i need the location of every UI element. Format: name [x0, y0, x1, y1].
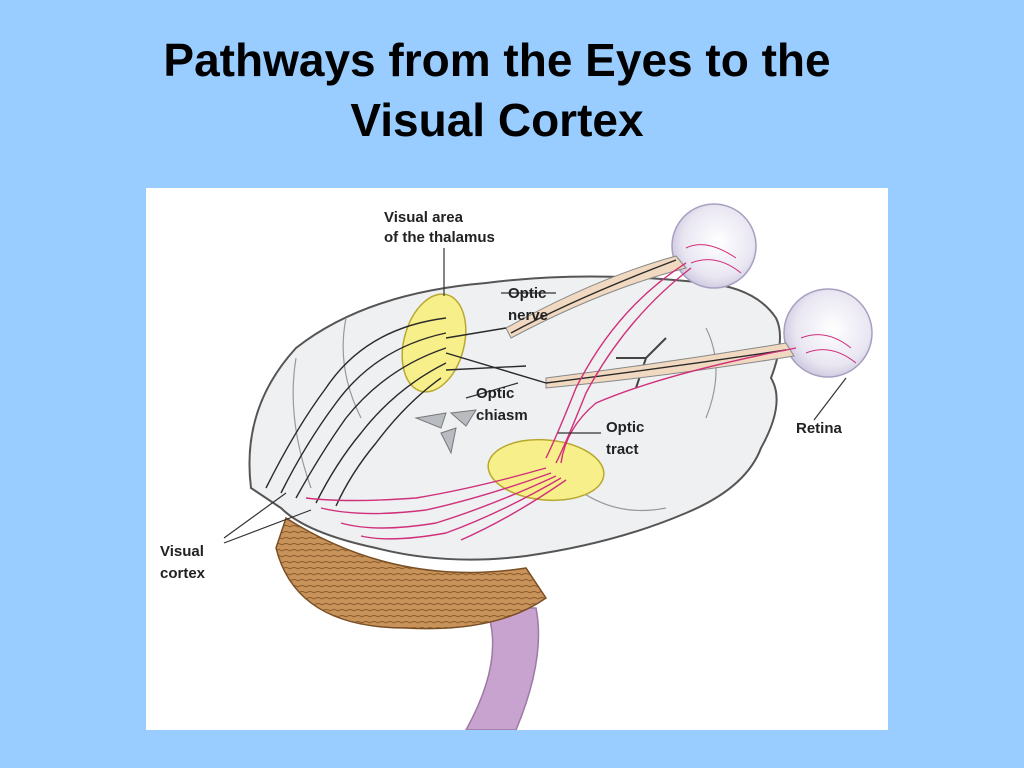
upper-eye — [671, 203, 757, 289]
brain-section — [248, 275, 781, 561]
label-visual-cortex-line1: Visual — [160, 543, 204, 560]
label-optic-chiasm-line2: chiasm — [476, 407, 528, 424]
label-optic-nerve-line2: nerve — [508, 307, 548, 324]
label-optic-chiasm-line1: Optic — [476, 385, 514, 402]
label-thalamus-line1: Visual area — [384, 209, 464, 226]
label-optic-nerve-line1: Optic — [508, 285, 546, 302]
cerebellum — [275, 516, 548, 630]
optic-tract-pathway — [305, 262, 797, 541]
brain-diagram-panel: Visual area of the thalamus Optic nerve … — [146, 188, 888, 730]
brainstem — [465, 607, 540, 730]
label-thalamus-line2: of the thalamus — [384, 229, 495, 246]
leader-lines — [223, 248, 847, 544]
optic-nerve-upper — [505, 255, 687, 339]
optic-nerve-lower — [545, 342, 795, 389]
thalamus-visual-area — [401, 293, 467, 393]
label-optic-tract-line2: tract — [606, 441, 639, 458]
thalamic-pathway — [265, 259, 787, 507]
slide-title: Pathways from the Eyes to the Visual Cor… — [0, 30, 994, 150]
title-line-2: Visual Cortex — [350, 94, 644, 146]
label-retina: Retina — [796, 420, 843, 437]
brain-diagram: Visual area of the thalamus Optic nerve … — [160, 203, 873, 730]
title-line-1: Pathways from the Eyes to the — [163, 34, 831, 86]
lower-eye — [783, 288, 873, 378]
ventricles — [414, 409, 477, 455]
label-optic-tract-line1: Optic — [606, 419, 644, 436]
label-visual-cortex-line2: cortex — [160, 565, 206, 582]
